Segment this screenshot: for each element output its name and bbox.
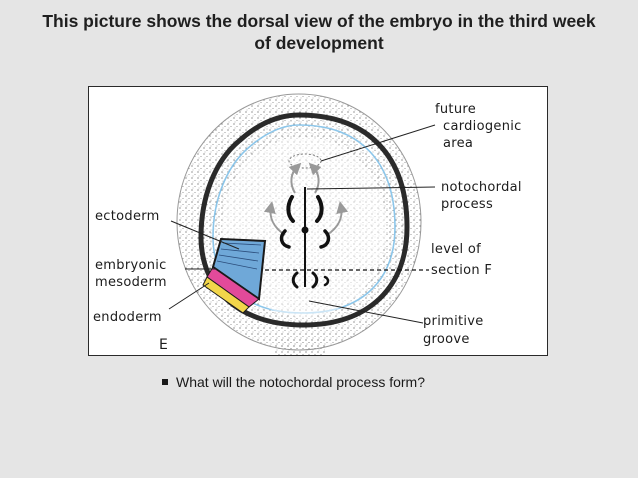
label-notochordal: notochordal bbox=[441, 180, 522, 195]
streak-far-right-mark bbox=[323, 275, 330, 287]
node-right-mark bbox=[315, 195, 324, 223]
label-level-of: level of bbox=[431, 242, 481, 257]
label-endoderm: endoderm bbox=[93, 310, 162, 325]
bullet-item: What will the notochordal process form? bbox=[162, 373, 425, 391]
endoderm-layer-shape bbox=[202, 276, 250, 314]
label-process: process bbox=[441, 197, 493, 212]
notochord-arrow-right bbox=[308, 162, 322, 194]
slide-title-line-2: of development bbox=[254, 33, 384, 53]
node-left-mark bbox=[286, 195, 295, 223]
notochord-arrow-lower-right bbox=[326, 201, 349, 236]
embryo-figure: future cardiogenic area notochordal proc… bbox=[88, 86, 548, 356]
bullet-text: What will the notochordal process form? bbox=[176, 374, 425, 390]
label-future: future bbox=[435, 102, 476, 117]
label-section-f: section F bbox=[431, 263, 492, 278]
notochord-arrow-left bbox=[288, 162, 302, 194]
label-area: area bbox=[443, 136, 473, 151]
label-primitive: primitive bbox=[423, 314, 484, 329]
node-lower-left-mark bbox=[279, 229, 291, 249]
label-groove: groove bbox=[423, 332, 470, 347]
cut-section bbox=[202, 237, 267, 314]
leader-lines bbox=[168, 124, 436, 324]
label-mesoderm: mesoderm bbox=[95, 275, 167, 290]
streak-left-mark bbox=[291, 271, 299, 289]
panel-letter: E bbox=[159, 337, 168, 353]
square-bullet-icon bbox=[162, 379, 168, 385]
embryo-diagram: future cardiogenic area notochordal proc… bbox=[93, 93, 522, 355]
connecting-stalk bbox=[275, 337, 325, 355]
label-embryonic: embryonic bbox=[95, 258, 167, 273]
label-ectoderm: ectoderm bbox=[95, 209, 160, 224]
node-lower-right-mark bbox=[319, 229, 331, 249]
label-cardiogenic: cardiogenic bbox=[443, 119, 522, 134]
slide-title: This picture shows the dorsal view of th… bbox=[0, 10, 638, 54]
streak-right-mark bbox=[311, 271, 319, 289]
slide-title-line-1: This picture shows the dorsal view of th… bbox=[42, 11, 596, 31]
primitive-node bbox=[301, 226, 309, 234]
